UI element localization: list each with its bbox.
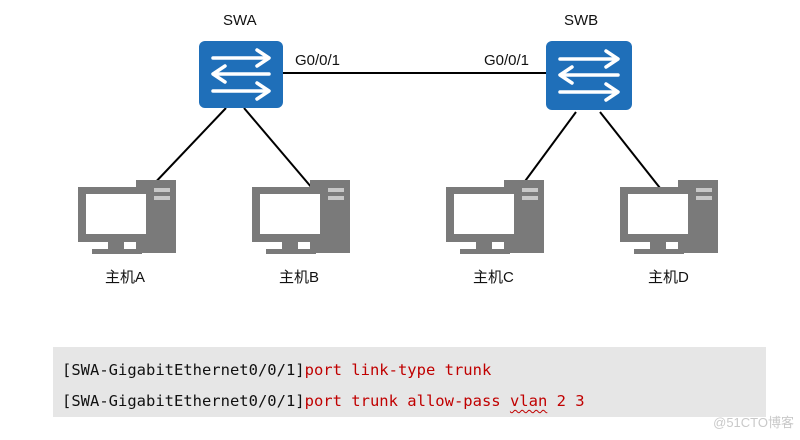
link-swa-host-b [243, 107, 313, 189]
switch-swb-label: SWB [564, 12, 599, 29]
network-topology-diagram [78, 41, 718, 254]
switch-swb-icon [546, 41, 632, 110]
watermark: @51CTO博客 [713, 415, 794, 430]
link-swa-host-a [149, 107, 227, 189]
cli-prompt: [SWA-GigabitEthernet0/0/1] [62, 392, 305, 410]
host-c-label: 主机C [473, 269, 514, 286]
cli-command: port trunk allow-pass [304, 392, 510, 410]
host-d-label: 主机D [648, 269, 689, 286]
host-a-computer-icon [78, 180, 176, 254]
host-a-label: 主机A [105, 269, 146, 286]
cli-command-args: 2 3 [547, 392, 585, 410]
switch-swa-label: SWA [223, 12, 257, 29]
host-d-computer-icon [620, 180, 718, 254]
cli-prompt: [SWA-GigabitEthernet0/0/1] [62, 361, 305, 379]
cli-command-keyword: vlan [509, 392, 548, 410]
link-swb-host-d [599, 111, 661, 189]
switch-swa-icon [199, 41, 283, 108]
host-c-computer-icon [446, 180, 544, 254]
swb-port-label: G0/0/1 [484, 52, 530, 69]
cli-line-1: [SWA-GigabitEthernet0/0/1]port link-type… [62, 361, 491, 379]
link-swb-host-c [519, 111, 577, 189]
swa-port-label: G0/0/1 [295, 52, 341, 69]
cli-command: port link-type trunk [304, 361, 492, 379]
cli-code-block: [SWA-GigabitEthernet0/0/1]port link-type… [53, 347, 766, 417]
host-b-label: 主机B [279, 269, 320, 286]
cli-line-2: [SWA-GigabitEthernet0/0/1]port trunk all… [62, 392, 585, 410]
host-b-computer-icon [252, 180, 350, 254]
